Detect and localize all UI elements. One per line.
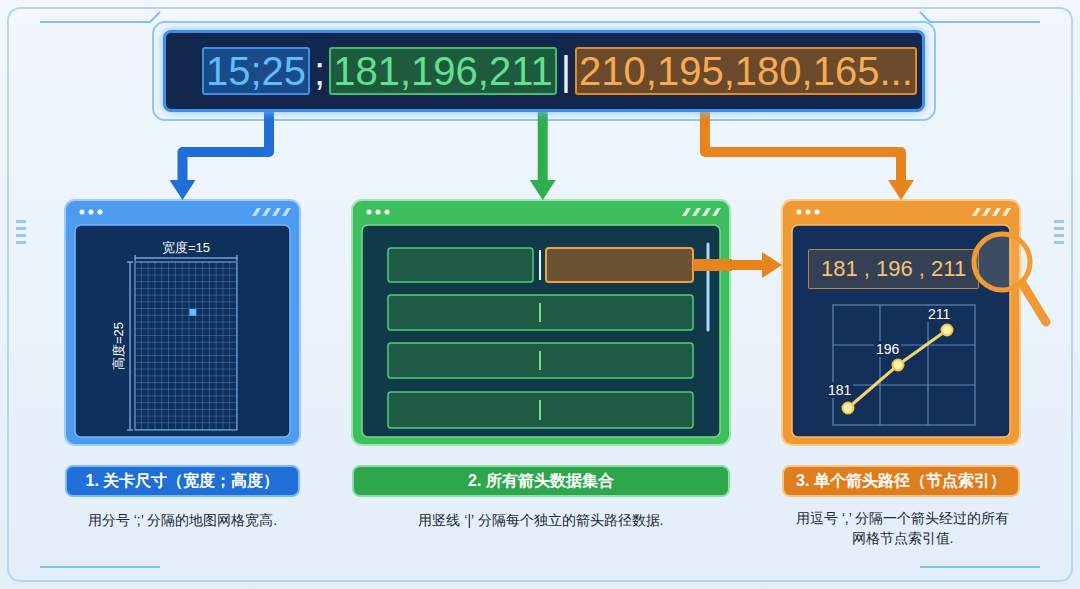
step-pill: 3. 单个箭头路径（节点索引） xyxy=(782,465,1020,497)
arrow-path-window xyxy=(782,200,1046,445)
magnifier xyxy=(974,234,1046,322)
map-grid xyxy=(135,262,237,430)
path-node xyxy=(843,403,854,414)
code-callout: 181 , 196 , 211 xyxy=(808,249,979,289)
node-index: 181 xyxy=(826,382,853,398)
separator: | xyxy=(561,51,571,91)
selected-row-arrow-stem xyxy=(693,259,732,271)
description-note: 用分号 ‘;’ 分隔的地图网格宽高. xyxy=(55,510,310,530)
code-text: 15;25 xyxy=(206,51,306,91)
width-dimension xyxy=(135,255,237,261)
arrow-set-segment: 181,196,211 xyxy=(329,47,556,95)
size-segment: 15;25 xyxy=(202,47,310,95)
height-dimension xyxy=(127,262,133,430)
path-node xyxy=(942,325,953,336)
code-bar: ; | 15;25 181,196,211 210,195,180,165... xyxy=(163,30,925,112)
arrow-path-panel: 3. 单个箭头路径（节点索引）181 , 196 , 211181196211 xyxy=(782,200,1020,445)
arrow-path-line xyxy=(848,330,947,408)
path-grid-lines xyxy=(833,305,975,425)
description-note: 用竖线 ‘|’ 分隔每个独立的箭头路径数据. xyxy=(352,510,730,530)
arrow-set-panel: 2. 所有箭头数据集合 xyxy=(352,200,730,445)
row-divider xyxy=(539,250,541,280)
path-node xyxy=(893,360,904,371)
flow-arrow xyxy=(730,260,762,270)
step-pill: 1. 关卡尺寸（宽度；高度） xyxy=(65,465,300,497)
dimension-label: 高度=25 xyxy=(112,322,125,370)
separator: ; xyxy=(314,51,325,91)
dimension-label: 宽度=15 xyxy=(162,241,210,254)
page-frame xyxy=(8,8,1072,581)
scrollbar xyxy=(707,244,710,330)
node-index: 196 xyxy=(874,341,901,357)
code-bar-glow xyxy=(153,22,935,120)
frame-accent xyxy=(40,12,1040,567)
arrow-set-window xyxy=(352,200,732,445)
code-text: 181,196,211 xyxy=(333,51,552,91)
step-pill: 2. 所有箭头数据集合 xyxy=(352,465,730,497)
level-size-window xyxy=(65,200,300,445)
row-divider xyxy=(539,303,541,420)
node-index: 211 xyxy=(926,306,952,322)
level-size-panel: 1. 关卡尺寸（宽度；高度）宽度=15高度=25 xyxy=(65,200,300,445)
arrow-path-segment: 210,195,180,165... xyxy=(575,47,917,95)
code-text: 210,195,180,165... xyxy=(579,51,913,91)
arrow-row xyxy=(388,248,533,282)
grid-highlight-cell xyxy=(189,309,196,316)
path-grid xyxy=(833,305,975,425)
description-note: 用逗号 ‘,’ 分隔一个箭头经过的所有网格节点索引值. xyxy=(790,508,1015,548)
selected-arrow-row xyxy=(546,248,693,282)
